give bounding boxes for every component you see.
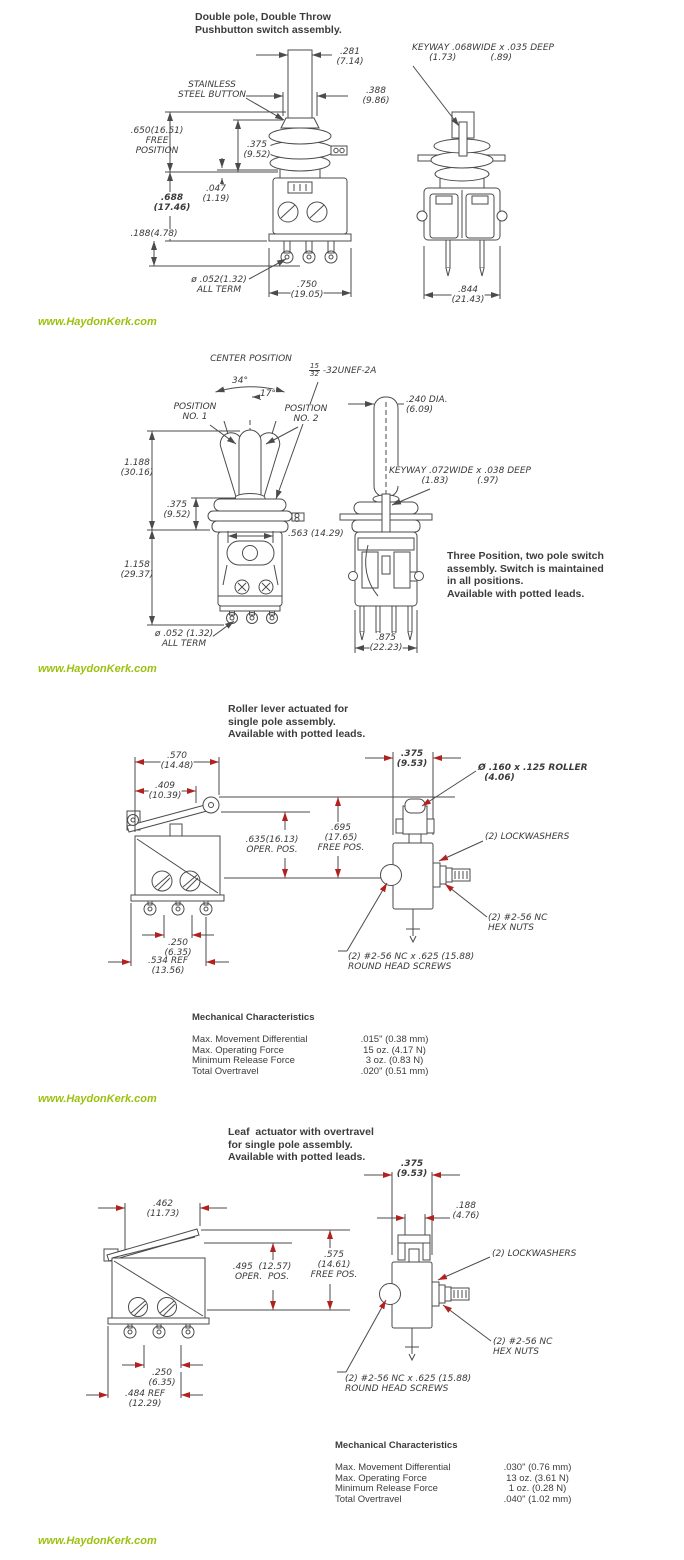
dim-1158-label: 1.158 (29.37) <box>120 560 154 580</box>
dim-409-label: .409 (10.39) <box>148 781 182 801</box>
round-head-screws-label-s4: (2) #2-56 NC x .625 (15.88) ROUND HEAD S… <box>345 1374 472 1394</box>
section3-title: Roller lever actuated for single pole as… <box>228 703 366 740</box>
pushbutton-side-view <box>412 65 508 299</box>
angle-17-label: 17° <box>260 389 276 399</box>
leaf-actuator-side-view <box>337 1172 492 1373</box>
haydonkerk-link-4[interactable]: www.HaydonKerk.com <box>38 1535 157 1547</box>
roller-callout-label: Ø .160 x .125 ROLLER (4.06) <box>478 763 588 783</box>
round-head-screws-label-s3: (2) #2-56 NC x .625 (15.88) ROUND HEAD S… <box>348 952 475 972</box>
table-row: Max. Movement Differential.030" (0.76 mm… <box>335 1462 572 1473</box>
dim-375-leaf-label: .375 (9.53) <box>396 1159 428 1179</box>
haydonkerk-link-2[interactable]: www.HaydonKerk.com <box>38 663 157 675</box>
table-row: Max. Movement Differential.015" (0.38 mm… <box>192 1034 429 1045</box>
dim-844-label: .844 (21.43) <box>451 285 485 305</box>
mech-title-s4: Mechanical Characteristics <box>335 1440 458 1451</box>
table-row: Total Overtravel.020" (0.51 mm) <box>192 1065 429 1077</box>
dim-575-free-pos-label: .575 (14.61) FREE POS. <box>310 1250 358 1280</box>
haydonkerk-link-3[interactable]: www.HaydonKerk.com <box>38 1093 157 1105</box>
dim-495-oper-pos-label: .495 (12.57) OPER. POS. <box>232 1262 292 1282</box>
hex-nuts-label-s3: (2) #2-56 NC HEX NUTS <box>488 913 548 933</box>
stainless-steel-button-label: STAINLESS STEEL BUTTON <box>177 80 247 100</box>
dim-563-label: .563 (14.29) <box>288 529 344 539</box>
angle-34-label: 34° <box>232 376 248 386</box>
dim-388-label: .388 (9.86) <box>362 86 390 106</box>
dim-695-free-pos-label: .695 (17.65) FREE POS. <box>317 823 365 853</box>
keyway-072-label: KEYWAY .072WIDE x .038 DEEP (1.83) (.97) <box>389 466 531 486</box>
lockwashers-label-s3: (2) LOCKWASHERS <box>485 832 570 842</box>
leaf-actuator-front-view <box>86 1203 350 1398</box>
mech-characteristics-s3: Mechanical Characteristics Max. Movement… <box>192 1012 442 1077</box>
roller-lever-front-view <box>108 757 455 966</box>
dim-240-dia-label: .240 DIA. (6.09) <box>406 395 448 415</box>
table-row: Total Overtravel.040" (1.02 mm) <box>335 1493 572 1505</box>
dim-052-all-term-label: ø .052(1.32) ALL TERM <box>191 275 247 295</box>
dim-250-label-s4: .250 (6.35) <box>148 1368 176 1388</box>
dim-250-label-s3: .250 (6.35) <box>164 938 192 958</box>
section1-title: Double pole, Double Throw Pushbutton swi… <box>195 11 342 36</box>
dim-1188-label: 1.188 (30.16) <box>120 458 154 478</box>
center-position-label: CENTER POSITION <box>210 354 292 364</box>
dim-484-ref-label: .484 REF (12.29) <box>124 1389 166 1409</box>
dim-462-label: .462 (11.73) <box>146 1199 180 1219</box>
dim-875-label: .875 (22.23) <box>369 633 403 653</box>
dim-375-label: .375 (9.52) <box>243 140 271 160</box>
section2-note: Three Position, two pole switch assembly… <box>447 550 604 600</box>
dim-281-label: .281 (7.14) <box>336 47 364 67</box>
dim-052-toggle-label: ø .052 (1.32) ALL TERM <box>154 629 214 649</box>
roller-lever-side-view <box>338 752 488 952</box>
dim-375-toggle-label: .375 (9.52) <box>163 500 191 520</box>
dim-650-free-position-label: .650(16.51) FREE POSITION <box>130 126 184 156</box>
dim-188-label: .188(4.78) <box>130 229 178 239</box>
dim-635-oper-pos-label: .635(16.13) OPER. POS. <box>245 835 299 855</box>
mech-title-s3: Mechanical Characteristics <box>192 1012 315 1023</box>
dim-750-label: .750 (19.05) <box>290 280 324 300</box>
keyway-068-label: KEYWAY .068WIDE x .035 DEEP (1.73) (.89) <box>412 43 554 63</box>
position-no2-label: POSITION NO. 2 <box>284 404 328 424</box>
position-no1-label: POSITION NO. 1 <box>173 402 217 422</box>
toggle-side-view <box>339 396 433 653</box>
haydonkerk-link-1[interactable]: www.HaydonKerk.com <box>38 316 157 328</box>
dim-188-bracket-label: .188 (4.76) <box>452 1201 480 1221</box>
dim-047-label: .047 (1.19) <box>202 184 230 204</box>
section4-title: Leaf actuator with overtravel for single… <box>228 1126 374 1163</box>
dim-688-label: .688 (17.46) <box>153 193 191 213</box>
lockwashers-label-s4: (2) LOCKWASHERS <box>492 1249 577 1259</box>
hex-nuts-label-s4: (2) #2-56 NC HEX NUTS <box>493 1337 553 1357</box>
mech-characteristics-s4: Mechanical Characteristics Max. Movement… <box>335 1440 585 1505</box>
pushbutton-front-view <box>149 49 352 297</box>
dim-570-label: .570 (14.48) <box>160 751 194 771</box>
dim-534-ref-label: .534 REF (13.56) <box>147 956 189 976</box>
dim-375-roller-label: .375 (9.53) <box>396 749 428 769</box>
toggle-front-view <box>147 381 319 638</box>
